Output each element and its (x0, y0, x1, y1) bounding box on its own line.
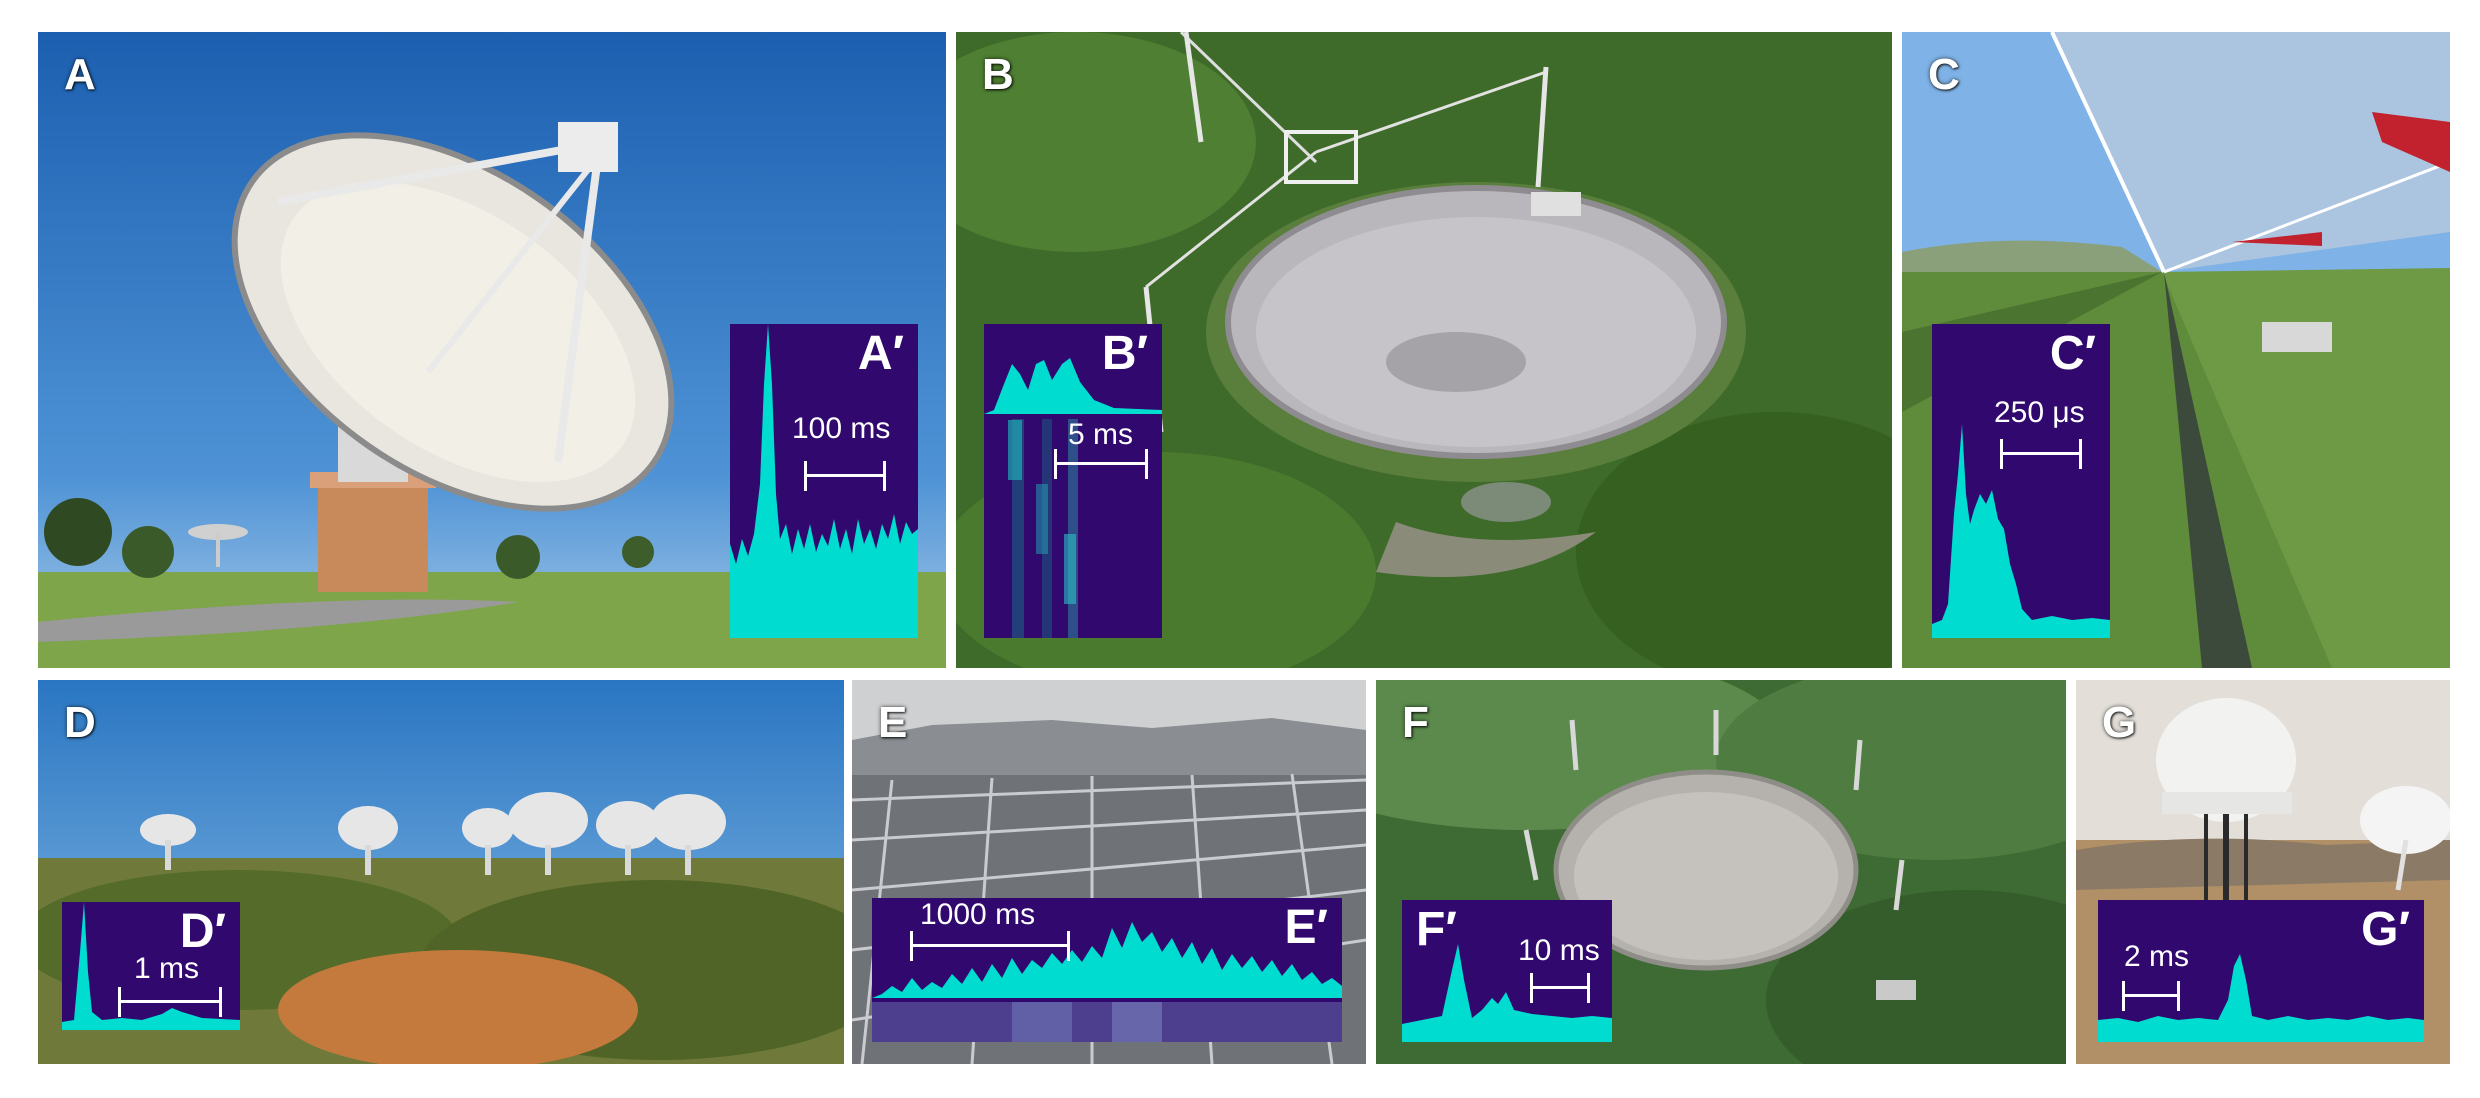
pulse-profile-inset: C′ 250 μs (1932, 324, 2110, 638)
panel-b: B B′ 5 ms (956, 32, 1892, 668)
scale-bar (2122, 981, 2180, 1011)
inset-label: E′ (1284, 901, 1328, 954)
panel-d: D D′ 1 ms (38, 680, 844, 1064)
scale-bar (804, 461, 886, 491)
panel-label: G (2102, 698, 2137, 747)
photo-arecibo-telescope (956, 32, 1892, 668)
scale-bar-label: 250 μs (1994, 396, 2085, 429)
inset-label: C′ (2049, 327, 2096, 380)
scale-bar (2000, 439, 2082, 469)
panel-g: G G′ 2 ms (2076, 680, 2450, 1064)
scale-bar-label: 100 ms (792, 412, 891, 445)
scale-bar-label: 2 ms (2124, 940, 2190, 973)
pulse-profile-inset: B′ 5 ms (984, 324, 1162, 638)
pulse-profile-inset: G′ 2 ms (2098, 900, 2424, 1042)
panel-label: C (1928, 50, 1960, 99)
scale-bar-label: 5 ms (1068, 418, 1134, 451)
scale-bar (910, 931, 1070, 961)
pulse-profile-inset: D′ 1 ms (62, 902, 240, 1030)
photo-dish-array (38, 680, 844, 1064)
inset-label: D′ (179, 905, 226, 958)
scale-bar-label: 1 ms (134, 952, 200, 985)
panel-label: F (1402, 698, 1429, 747)
panel-a: A A′ 100 ms (38, 32, 946, 668)
inset-label: B′ (1101, 327, 1148, 380)
pulse-profile-plot (1932, 424, 2110, 638)
panel-c: C C′ 250 μs (1902, 32, 2450, 668)
inset-label: A′ (857, 327, 904, 380)
panel-f: F F′ 10 ms (1376, 680, 2066, 1064)
pulse-profile-plot (2098, 954, 2424, 1042)
panel-label: D (64, 698, 96, 747)
panel-label: A (64, 50, 96, 99)
panel-e: E E′ 1000 ms (852, 680, 1366, 1064)
pulse-profile-inset: A′ 100 ms (730, 324, 918, 638)
pulse-profile-plot (984, 358, 1162, 638)
scale-bar (1530, 973, 1590, 1003)
pulse-profile-inset: E′ 1000 ms (872, 898, 1342, 1042)
scale-bar (1054, 449, 1148, 479)
panel-label: B (982, 50, 1014, 99)
scale-bar-label: 10 ms (1518, 934, 1600, 967)
inset-label: G′ (2361, 903, 2410, 956)
pulse-profile-plot (62, 902, 240, 1030)
scale-bar (118, 987, 222, 1017)
pulse-profile-plot (730, 324, 918, 638)
scale-bar-label: 1000 ms (920, 898, 1036, 931)
pulse-profile-inset: F′ 10 ms (1402, 900, 1612, 1042)
pulse-profile-plot (1402, 944, 1612, 1042)
pulse-profile-plot (872, 922, 1342, 1042)
inset-label: F′ (1416, 903, 1457, 956)
panel-label: E (878, 698, 908, 747)
